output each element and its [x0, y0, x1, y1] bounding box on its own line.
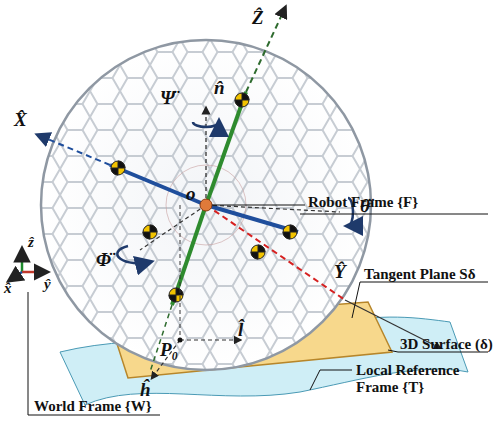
axis-label: X̂: [14, 110, 27, 131]
axis-label: ŷ: [44, 276, 51, 293]
axis-label: x̂: [4, 280, 12, 297]
axis-label: l̂: [238, 320, 243, 341]
angular-acceleration: Ψ̈: [160, 88, 175, 109]
frame-label: World Frame {W}: [34, 398, 152, 415]
plane-label: Tangent Plane Sδ: [364, 266, 475, 283]
frame-label: Local Reference Frame {T}: [356, 362, 488, 395]
angular-acceleration: Φ̈: [96, 250, 111, 271]
origin-label: o: [186, 184, 196, 205]
axis-label: ĥ: [140, 380, 151, 401]
angular-acceleration: θ̈: [360, 196, 370, 217]
axis-label: ẑ: [28, 234, 34, 251]
surface-label: 3D Surface (δ): [400, 336, 493, 353]
axis-label: n̂: [214, 78, 225, 99]
axis-label: Ŷ: [334, 262, 346, 283]
axis-label: Ẑ: [252, 8, 264, 29]
point-label: P₀: [160, 340, 178, 361]
